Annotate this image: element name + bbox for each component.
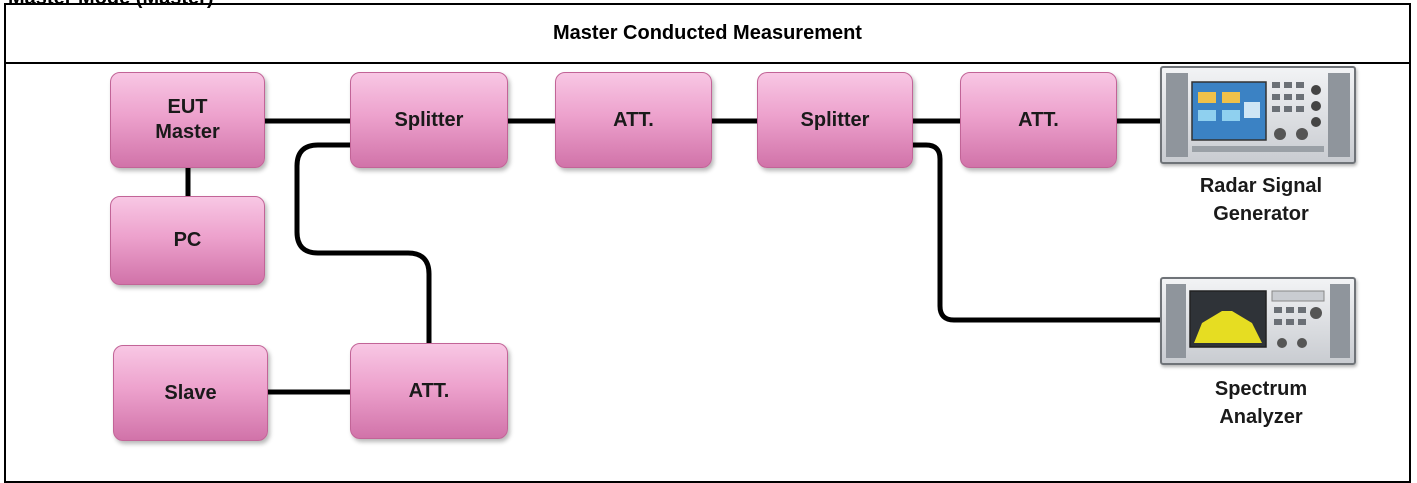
wire-splitter1-att-slave (294, 142, 432, 343)
eut-master-block: EUT Master (110, 72, 265, 168)
slave-block: Slave (113, 345, 268, 441)
splitter-2-block: Splitter (757, 72, 913, 168)
wire-splitter2-analyzer (913, 142, 1161, 323)
spectrum-analyzer-label: Spectrum Analyzer (1214, 378, 1308, 428)
att-2-block: ATT. (960, 72, 1117, 168)
att-1-block: ATT. (555, 72, 712, 168)
radar-signal-generator-icon (1160, 66, 1356, 164)
pc-block: PC (110, 196, 265, 285)
att-slave-block: ATT. (350, 343, 508, 439)
splitter-1-block: Splitter (350, 72, 508, 168)
spectrum-analyzer-icon (1160, 277, 1356, 365)
diagram-title: Master Conducted Measurement (6, 5, 1409, 64)
radar-signal-generator-label: Radar Signal Generator (1199, 175, 1323, 225)
